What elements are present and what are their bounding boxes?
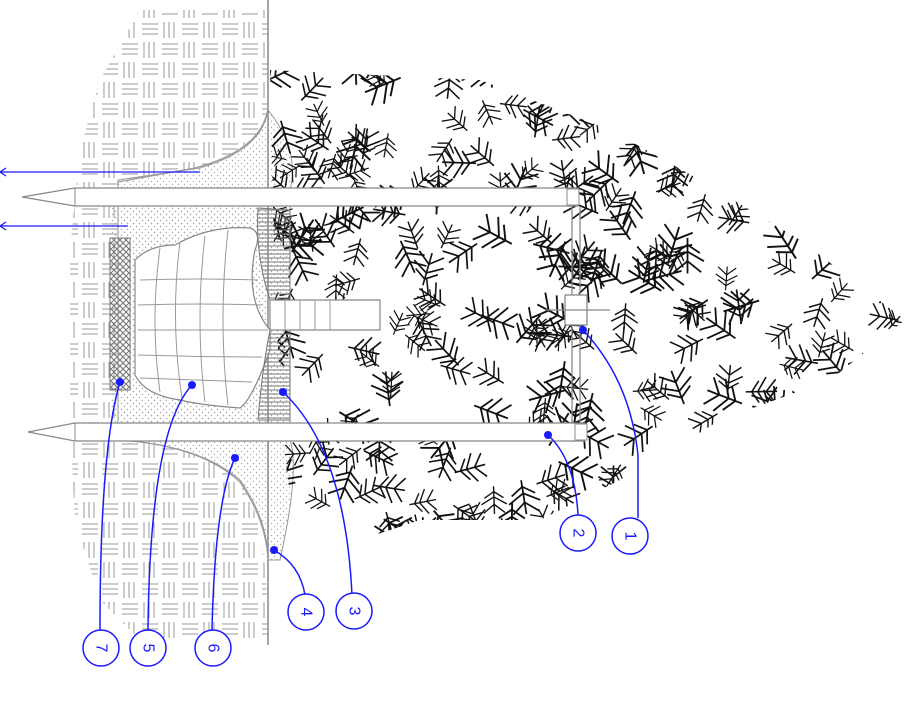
callout-6: 6 [194,629,232,667]
svg-text:5: 5 [140,644,157,653]
frame-bracket [545,206,610,423]
svg-text:2: 2 [570,529,587,538]
upper-stake [21,187,580,207]
ground-line [117,107,269,183]
svg-text:7: 7 [93,644,110,653]
callout-2: 2 [559,514,597,552]
soil-region [70,10,268,640]
direction-arrows [0,167,200,231]
callout-1: 1 [611,517,649,555]
callout-7: 7 [82,629,120,667]
callout-4: 4 [287,593,325,631]
callout-dots [116,326,587,554]
svg-text:6: 6 [205,644,222,653]
root-ball [109,206,381,423]
callout-5: 5 [129,629,167,667]
svg-text:4: 4 [298,608,315,617]
svg-text:3: 3 [346,607,363,616]
callout-leaders [99,329,639,631]
ground-line-lower [117,439,269,561]
lower-stake [27,422,588,442]
callout-3: 3 [335,592,373,630]
svg-text:1: 1 [622,532,639,541]
